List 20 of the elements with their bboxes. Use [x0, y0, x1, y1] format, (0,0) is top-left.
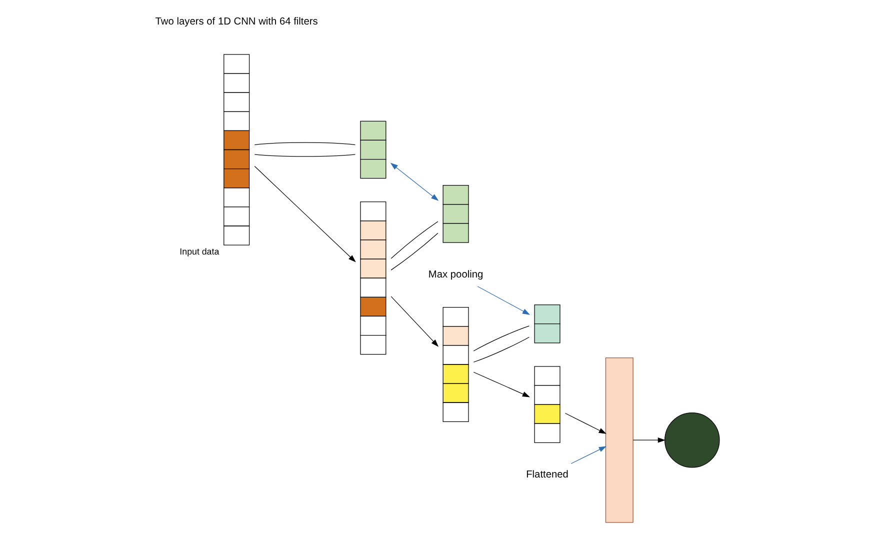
arrow — [390, 162, 439, 201]
arrow — [570, 446, 606, 464]
label: Two layers of 1D CNN with 64 filters — [155, 16, 318, 28]
connector — [473, 326, 530, 352]
node-circle — [664, 412, 720, 468]
connector — [254, 142, 356, 146]
connector — [390, 221, 438, 259]
node-box — [605, 358, 634, 523]
node-text: Max pooling — [428, 269, 484, 280]
arrow — [564, 412, 606, 434]
arrow — [390, 296, 439, 347]
arrow — [477, 286, 530, 315]
arrow — [473, 372, 530, 398]
connector — [390, 232, 438, 270]
node-text: Flattened — [526, 469, 568, 480]
connector — [254, 154, 356, 157]
connector — [473, 336, 530, 362]
node-label: Input data — [180, 246, 220, 257]
arrow — [632, 437, 666, 443]
arrow — [254, 166, 356, 262]
